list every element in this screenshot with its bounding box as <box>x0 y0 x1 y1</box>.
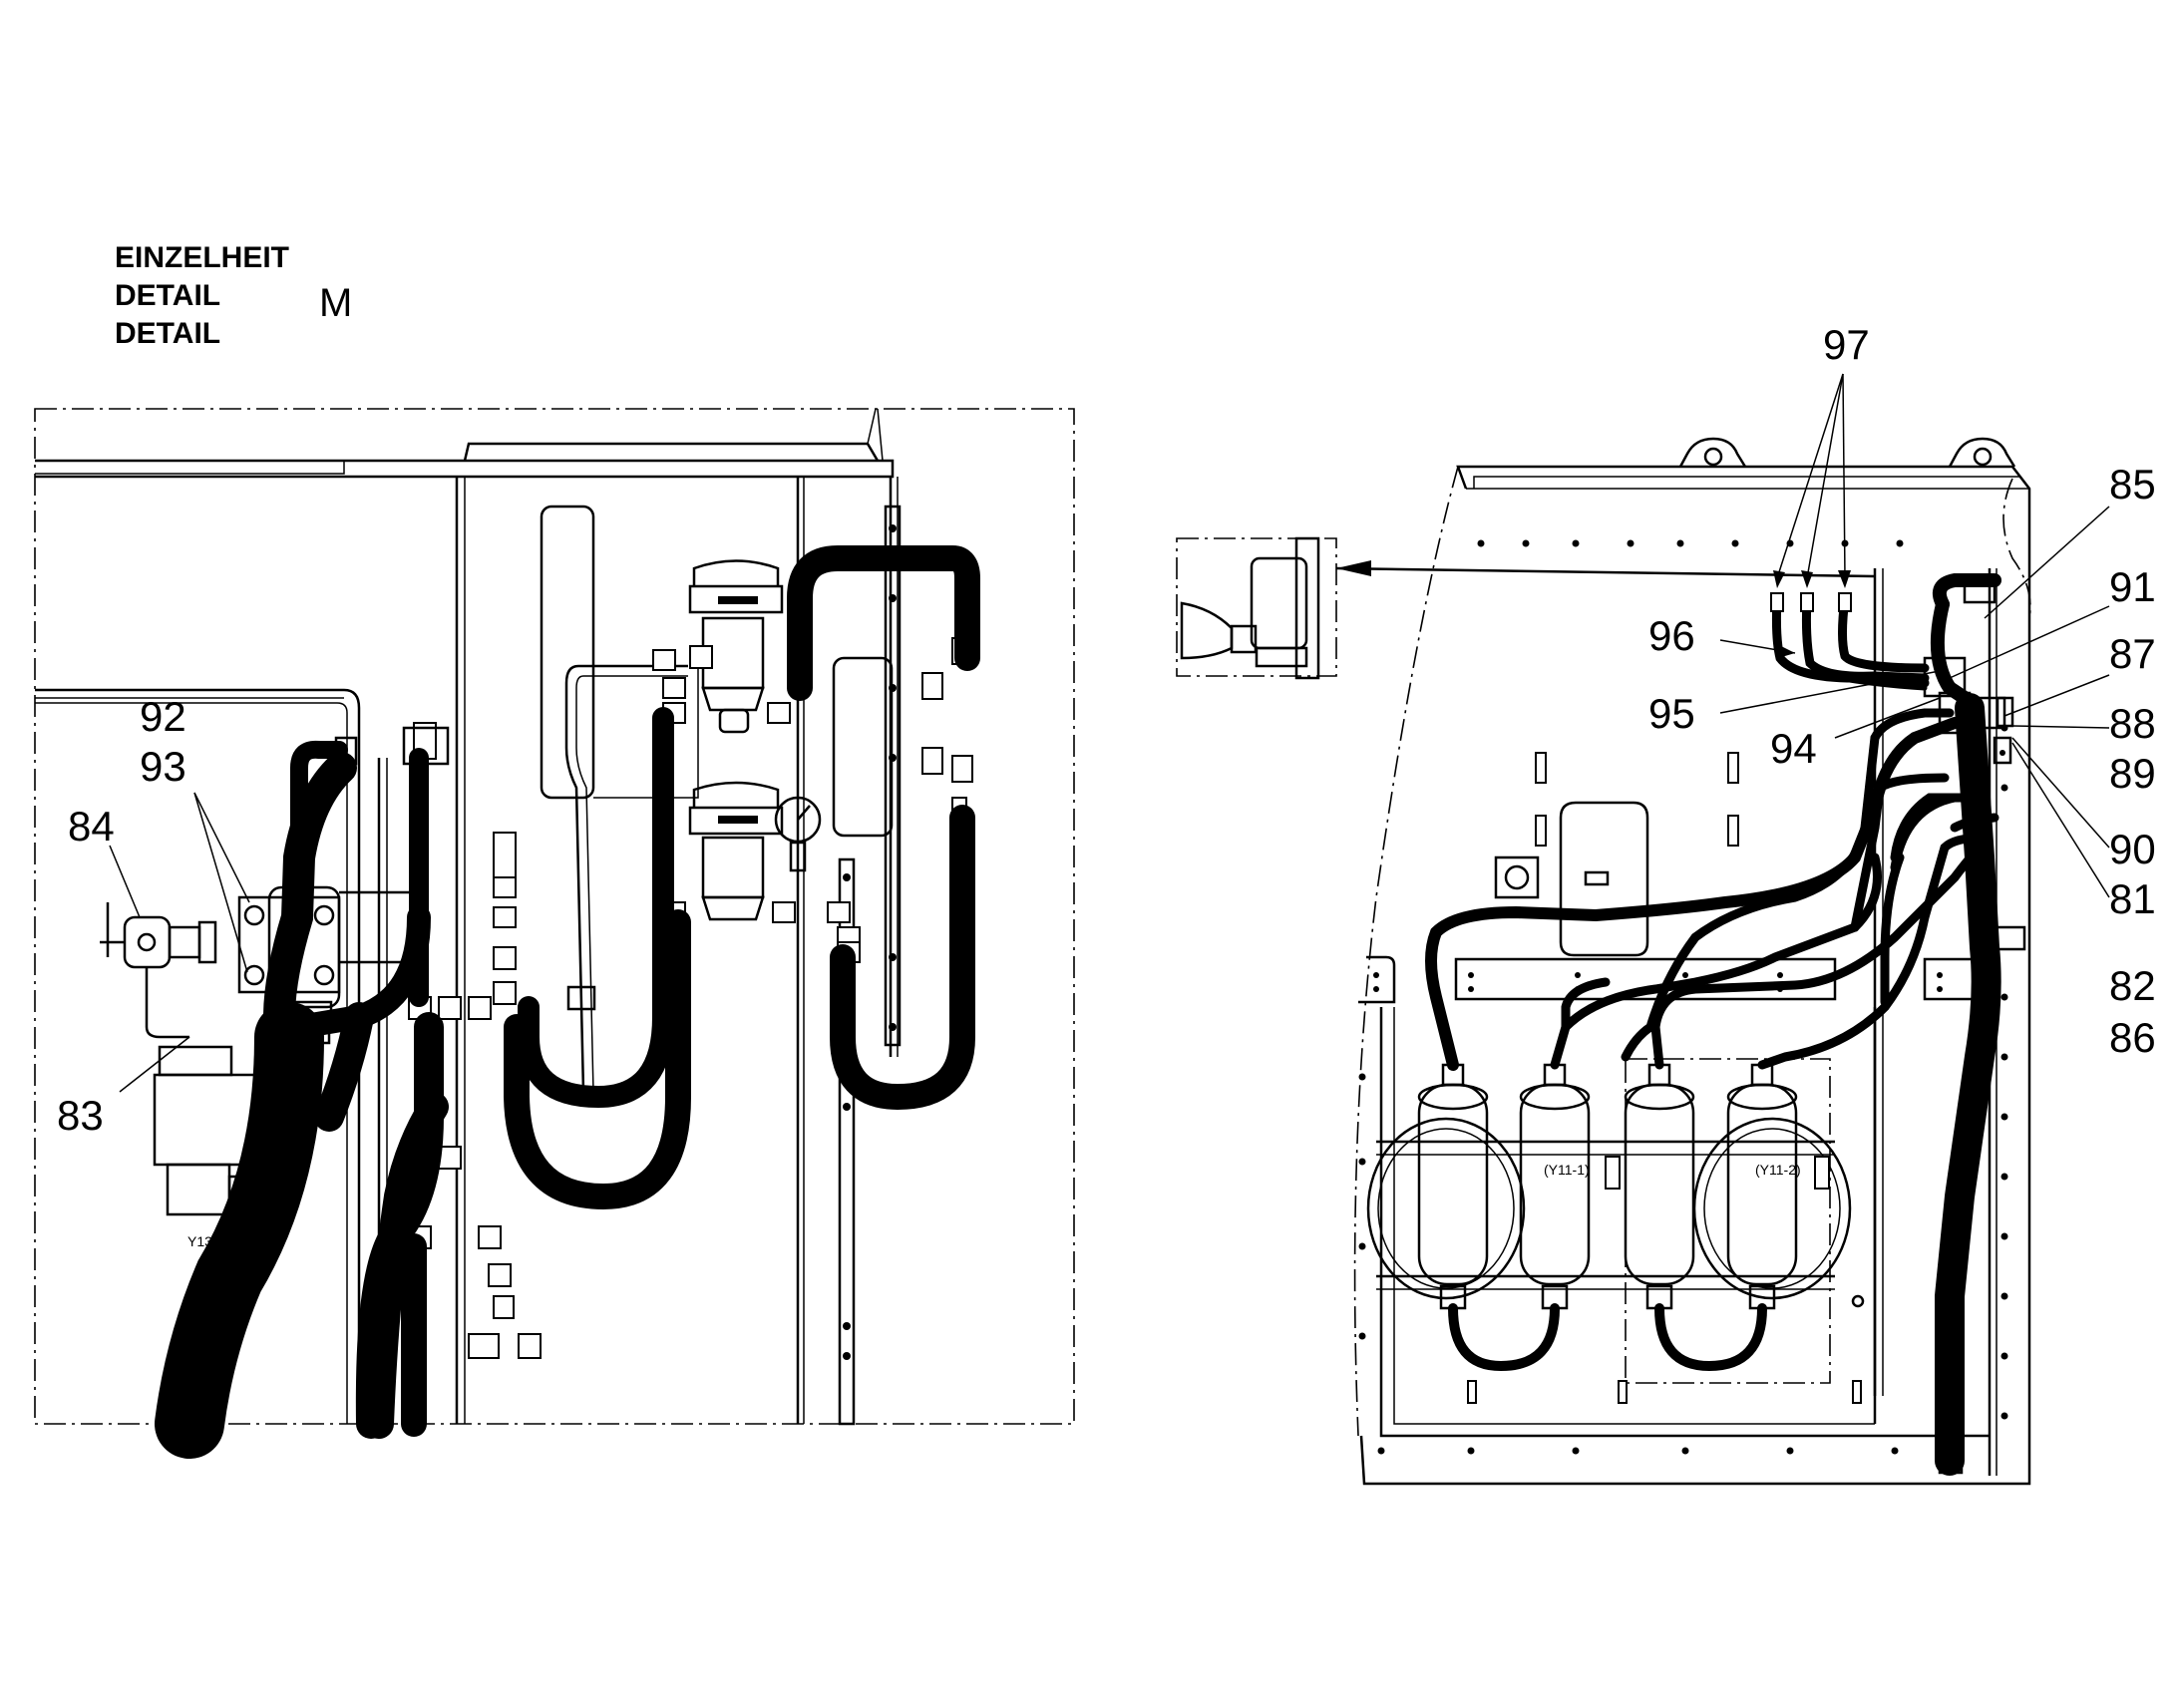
valve-label-y13: Y13 <box>187 1233 212 1249</box>
right-detail-view: (Y11-1) (Y11-2) <box>1176 437 2031 1486</box>
title-line-french: DETAIL <box>115 317 221 350</box>
title-line-english: DETAIL <box>115 279 221 312</box>
callout-96: 96 <box>1648 612 1695 659</box>
callout-88: 88 <box>2109 700 2156 747</box>
left-view-boundary <box>34 408 1075 1425</box>
detail-title: EINZELHEIT DETAIL DETAIL <box>115 239 289 353</box>
detail-letter: M <box>319 281 353 325</box>
accumulator-2 <box>1519 1063 1591 1310</box>
callout-82: 82 <box>2109 962 2156 1009</box>
valve-label-y11-2: (Y11-2) <box>1755 1162 1801 1178</box>
callout-93: 93 <box>140 743 186 790</box>
callout-89: 89 <box>2109 750 2156 797</box>
right-callouts: 97 85 91 96 87 95 88 94 89 90 81 <box>1648 321 2156 1061</box>
callout-92: 92 <box>140 693 186 740</box>
horn-inset <box>1176 537 1337 677</box>
callout-83: 83 <box>57 1092 104 1139</box>
callout-84: 84 <box>68 803 115 850</box>
left-callouts: 92 93 84 83 <box>57 693 250 1139</box>
title-line-german: EINZELHEIT <box>115 241 290 274</box>
hand-pump-84 <box>100 902 217 1039</box>
left-detail-view: Y13 <box>34 408 1075 1459</box>
callout-90: 90 <box>2109 826 2156 872</box>
valve-label-y11-1: (Y11-1) <box>1544 1162 1590 1178</box>
callout-81: 81 <box>2109 875 2156 922</box>
callout-85: 85 <box>2109 461 2156 508</box>
callout-97: 97 <box>1823 321 1870 368</box>
pressure-switch-lower <box>688 781 784 921</box>
callout-95: 95 <box>1648 690 1695 737</box>
callout-94: 94 <box>1770 725 1817 772</box>
callout-86: 86 <box>2109 1014 2156 1061</box>
accumulator-4 <box>1726 1063 1798 1310</box>
callout-87: 87 <box>2109 630 2156 677</box>
accumulator-3 <box>1624 1063 1695 1310</box>
accumulator-1 <box>1417 1063 1489 1310</box>
callout-91: 91 <box>2109 563 2156 610</box>
